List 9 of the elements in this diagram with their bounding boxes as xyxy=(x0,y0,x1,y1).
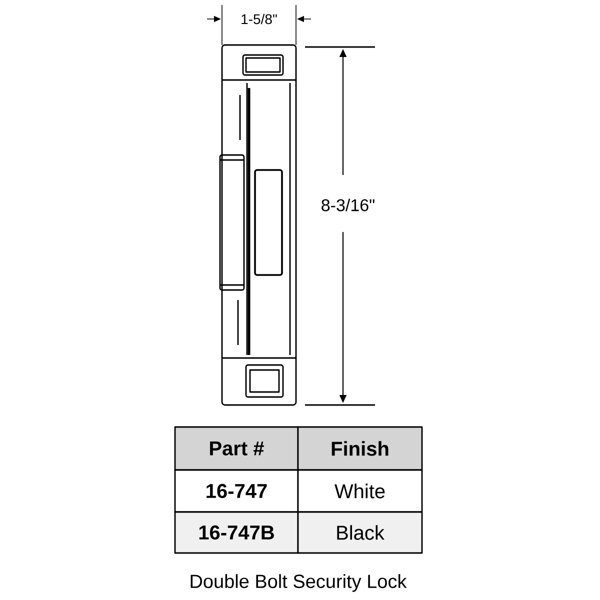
table-cell: 16-747B xyxy=(174,511,299,554)
table-cell: 16-747 xyxy=(174,469,299,513)
caption: Double Bolt Security Lock xyxy=(190,574,407,592)
table-cell: White xyxy=(297,469,423,513)
dimension-label: 1-5/8" xyxy=(242,14,277,24)
table-cell: Part # xyxy=(174,426,299,471)
table-cell: Finish xyxy=(297,426,423,471)
table-cell: Black xyxy=(297,511,423,554)
dimension-label: 8-3/16" xyxy=(322,198,374,212)
